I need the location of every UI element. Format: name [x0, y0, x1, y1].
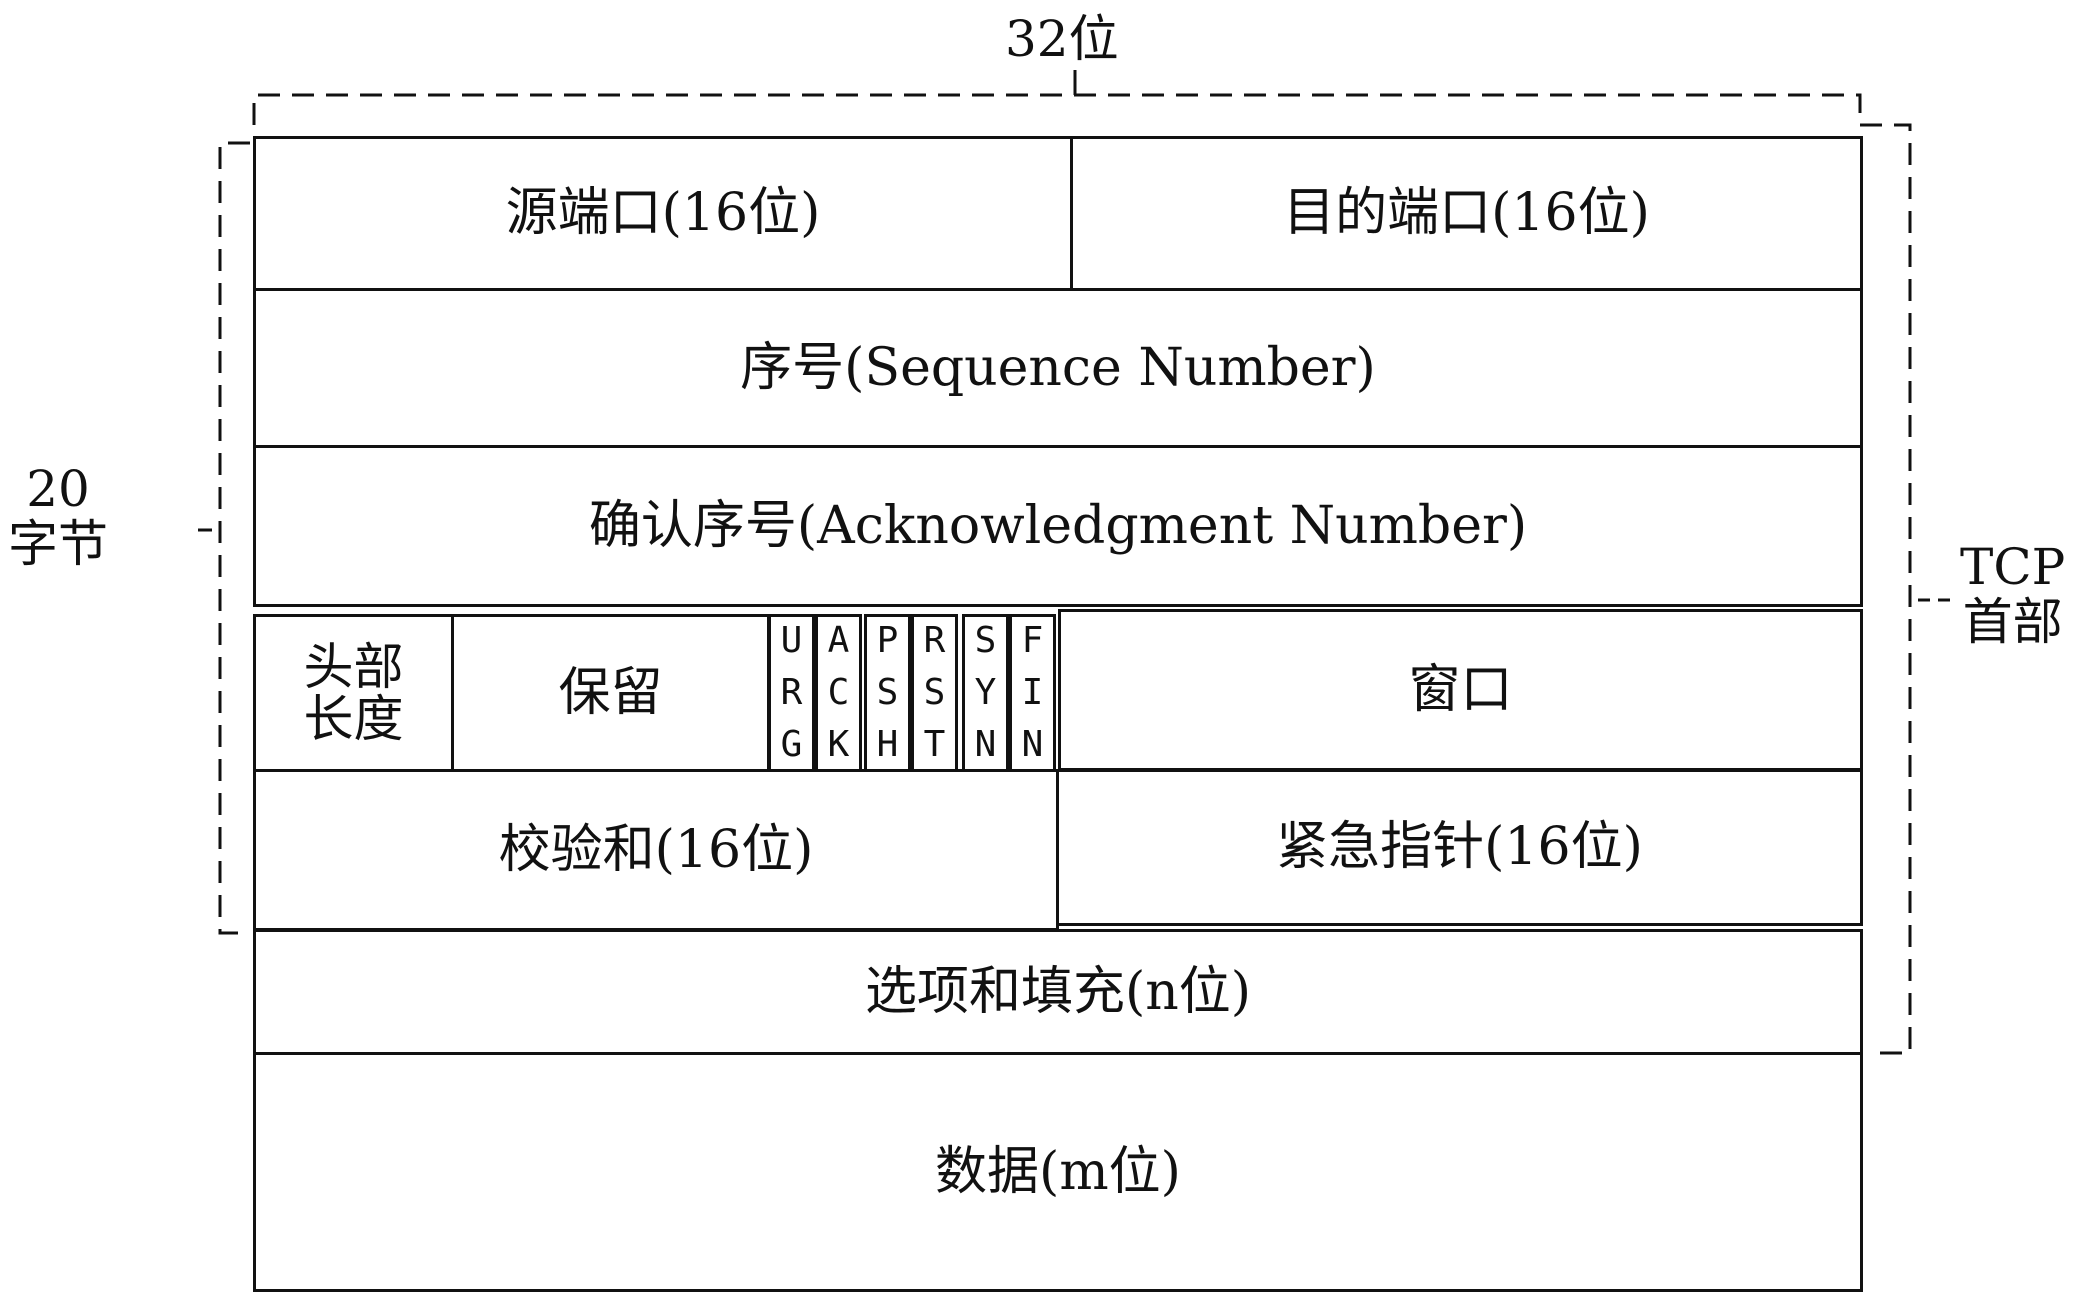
header-bytes-label: 20 字节 — [8, 460, 108, 573]
ack-number-text: 确认序号(Acknowledgment Number) — [588, 495, 1528, 556]
flag-syn-text: S Y N — [974, 619, 997, 766]
flag-urg: U R G — [768, 614, 815, 772]
bit-width-bracket — [252, 93, 1862, 125]
data-text: 数据(m位) — [935, 1141, 1181, 1202]
flag-rst: R S T — [911, 614, 958, 772]
header-length-field: 头部 长度 — [253, 614, 454, 772]
data-field: 数据(m位) — [253, 1052, 1863, 1292]
urgent-pointer-text: 紧急指针(16位) — [1276, 817, 1643, 878]
destination-port-field: 目的端口(16位) — [1070, 136, 1863, 291]
tcp-header-label: TCP 首部 — [1960, 538, 2066, 651]
source-port-field: 源端口(16位) — [253, 136, 1073, 291]
checksum-field: 校验和(16位) — [253, 769, 1059, 931]
bit-width-label: 32位 — [1005, 10, 1119, 68]
checksum-text: 校验和(16位) — [498, 819, 814, 880]
ack-number-field: 确认序号(Acknowledgment Number) — [253, 445, 1863, 607]
flag-fin-text: F I N — [1021, 619, 1044, 766]
options-text: 选项和填充(n位) — [864, 961, 1252, 1022]
flag-ack: A C K — [815, 614, 862, 772]
flag-ack-text: A C K — [827, 619, 850, 766]
flag-rst-text: R S T — [923, 619, 946, 766]
flag-urg-text: U R G — [780, 619, 803, 766]
options-field: 选项和填充(n位) — [253, 929, 1863, 1055]
flag-syn: S Y N — [962, 614, 1009, 772]
flag-fin: F I N — [1009, 614, 1056, 772]
tcp-header-bracket — [1860, 123, 1912, 1055]
source-port-text: 源端口(16位) — [505, 183, 821, 244]
urgent-pointer-field: 紧急指针(16位) — [1056, 769, 1863, 926]
flag-psh-text: P S H — [876, 619, 899, 766]
window-text: 窗口 — [1408, 659, 1513, 720]
header-length-text: 头部 长度 — [303, 637, 404, 748]
destination-port-text: 目的端口(16位) — [1283, 183, 1650, 244]
reserved-text: 保留 — [558, 662, 663, 723]
sequence-number-text: 序号(Sequence Number) — [740, 337, 1376, 398]
header-bytes-bracket — [218, 141, 250, 935]
reserved-field: 保留 — [451, 614, 770, 772]
sequence-number-field: 序号(Sequence Number) — [253, 288, 1863, 448]
window-field: 窗口 — [1058, 609, 1863, 771]
flag-psh: P S H — [864, 614, 911, 772]
